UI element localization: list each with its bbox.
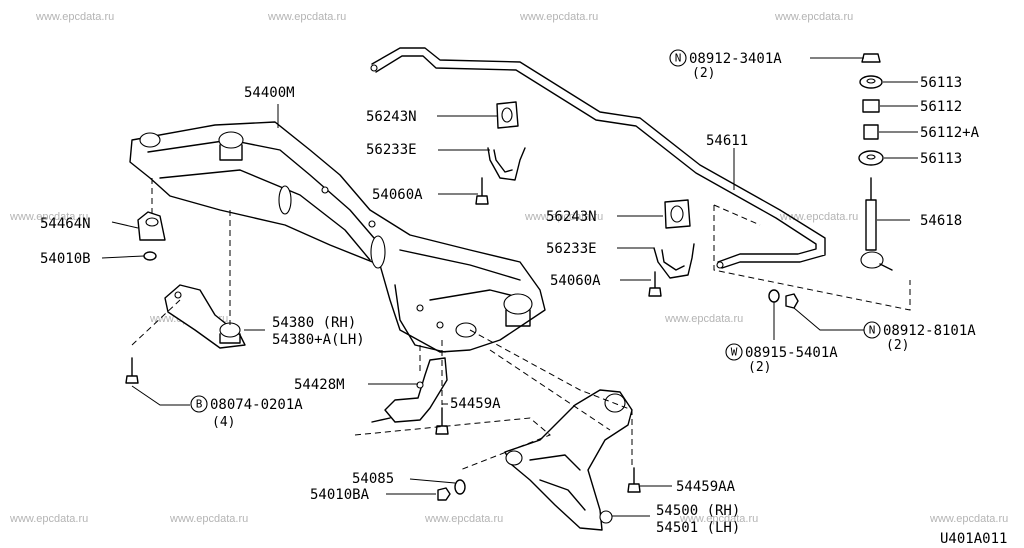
label-08912-8101A-qty: (2)	[886, 338, 909, 353]
watermark: www.epcdata.ru	[519, 11, 598, 23]
label-54380: 54380 (RH)	[272, 315, 356, 331]
watermark: www.epcdata.ru	[35, 11, 114, 23]
label-08915: 08915-5401A	[745, 345, 838, 361]
washer-56113-2	[858, 150, 884, 166]
label-08915-qty: (2)	[748, 360, 771, 375]
bolt-54459AA	[627, 467, 641, 493]
diagram-code: U401A011	[940, 531, 1007, 547]
bushing-56112A	[863, 124, 879, 140]
washer-56113-1	[859, 75, 883, 89]
crossmember	[129, 121, 546, 353]
label-54500: 54500 (RH)	[656, 503, 740, 519]
label-54085: 54085	[352, 471, 394, 487]
watermark: www.epcdata.ru	[679, 513, 758, 525]
label-08074-qty: (4)	[212, 415, 235, 430]
bushing-56243N-1	[496, 101, 519, 129]
label-54501: 54501 (LH)	[656, 520, 740, 536]
insulator-54464N	[137, 211, 166, 241]
label-56113: 56113	[920, 75, 962, 91]
dashed-guides	[131, 178, 911, 471]
bushing-56243N-2	[664, 199, 691, 229]
prefix-b: B	[196, 398, 203, 411]
label-54010BA: 54010BA	[310, 487, 370, 503]
watermark: www.epcdata.ru	[664, 313, 743, 325]
bolt-08074	[125, 357, 139, 384]
prefix-n-circle	[863, 321, 881, 339]
prefix-n-circle	[669, 49, 687, 67]
label-54010B: 54010B	[40, 251, 91, 267]
label-54464N: 54464N	[40, 216, 91, 232]
label-54060A: 54060A	[372, 187, 423, 203]
watermark: www.epcdata.ru	[774, 11, 853, 23]
label-56233E-2: 56233E	[546, 241, 597, 257]
prefix-n: N	[675, 52, 682, 65]
label-08912-3401A-qty: (2)	[692, 66, 715, 81]
label-56113-2: 56113	[920, 151, 962, 167]
prefix-b-circle	[190, 395, 208, 413]
mount-bracket	[164, 284, 246, 349]
watermark: www.epcdata.ru	[424, 513, 503, 525]
nut-08912-3401A	[861, 53, 881, 63]
watermark: www.epcdata.ru	[267, 11, 346, 23]
clamp-56233E-1	[487, 147, 526, 181]
washer-08915	[768, 289, 780, 303]
stabilizer-link	[860, 177, 893, 271]
label-54618: 54618	[920, 213, 962, 229]
watermark: www.epcdata.ru	[929, 513, 1008, 525]
prefix-w: W	[731, 346, 738, 359]
label-54380A: 54380+A(LH)	[272, 332, 365, 348]
bushing-56112	[862, 99, 880, 113]
label-54428M: 54428M	[294, 377, 345, 393]
washer-54085	[454, 479, 466, 495]
label-08074: 08074-0201A	[210, 397, 303, 413]
bracket-54428M	[371, 357, 448, 423]
label-56243N: 56243N	[366, 109, 417, 125]
bolt-54060A-1	[475, 177, 489, 205]
nut-08912-8101A	[785, 293, 799, 309]
label-56243N-2: 56243N	[546, 209, 597, 225]
prefix-w-circle	[725, 343, 743, 361]
label-54459A: 54459A	[450, 396, 501, 412]
label-56112A: 56112+A	[920, 125, 980, 141]
watermark: www.epcdata.ru	[9, 211, 88, 223]
label-56233E: 56233E	[366, 142, 417, 158]
clamp-56233E-2	[653, 243, 695, 279]
lower-arm	[504, 389, 633, 531]
watermark: www.epcdata.ru	[524, 211, 603, 223]
stabilizer-bar	[370, 47, 826, 269]
label-54611: 54611	[706, 133, 748, 149]
prefix-n: N	[869, 324, 876, 337]
bolt-54459A	[435, 407, 449, 435]
nut-54010B	[143, 251, 157, 261]
label-54400M: 54400M	[244, 85, 295, 101]
leader-lines	[101, 57, 918, 517]
bolt-54060A-2	[648, 271, 662, 297]
part-labels: 54400M 56243N 56233E 54060A 54464N 54010…	[40, 49, 1007, 547]
watermark: www.epcdata.ru	[169, 513, 248, 525]
label-08912-3401A: 08912-3401A	[689, 51, 782, 67]
label-08912-8101A: 08912-8101A	[883, 323, 976, 339]
label-54060A-2: 54060A	[550, 273, 601, 289]
label-54459AA: 54459AA	[676, 479, 736, 495]
watermark: www.epcdata.ru	[779, 211, 858, 223]
label-56112: 56112	[920, 99, 962, 115]
watermark: www.epcdata.ru	[9, 513, 88, 525]
nut-54010BA	[437, 487, 451, 501]
